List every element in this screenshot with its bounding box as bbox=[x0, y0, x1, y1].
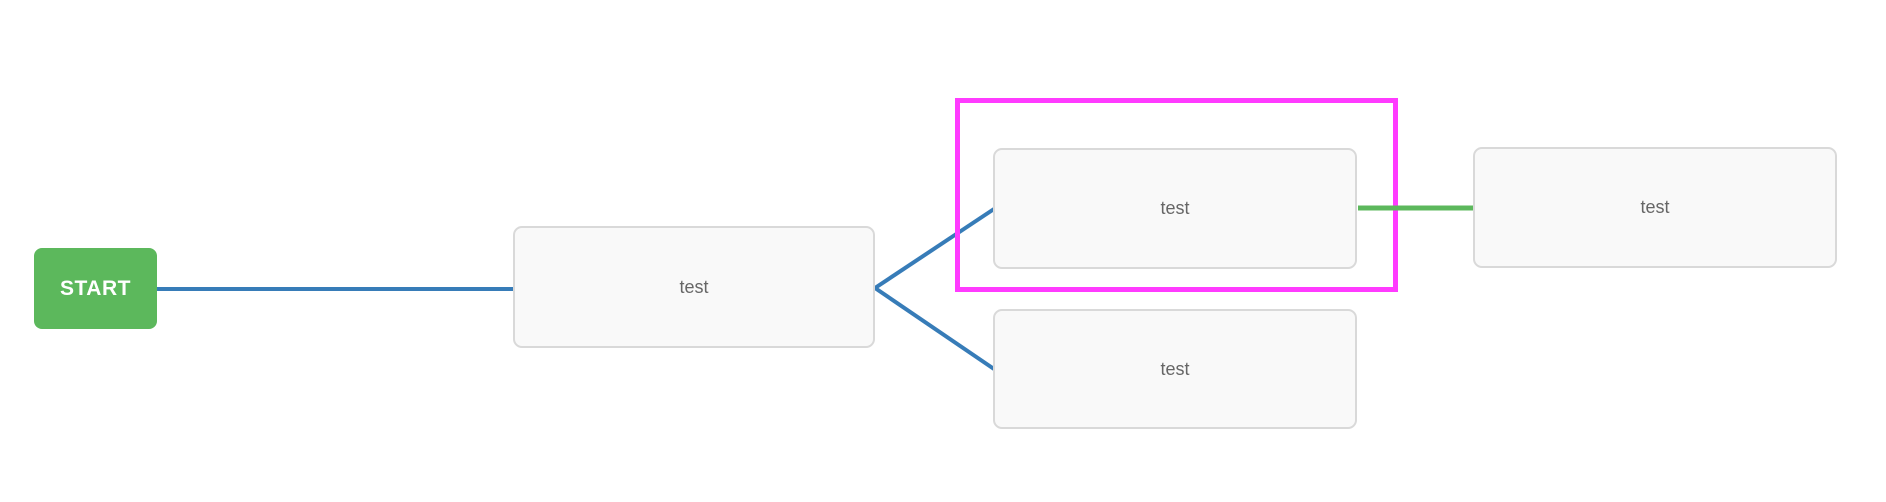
link-node1-to-node2[interactable] bbox=[873, 207, 996, 290]
operator-node-label: test bbox=[679, 276, 709, 297]
link-node1-to-node3[interactable] bbox=[873, 286, 996, 371]
operator-node-label: test bbox=[1160, 198, 1190, 218]
operator-node-1[interactable]: test bbox=[513, 226, 875, 348]
operator-node-label: test bbox=[1160, 358, 1190, 379]
operator-node-2-selected[interactable]: test bbox=[993, 148, 1357, 269]
operator-node-4[interactable]: test bbox=[1473, 147, 1837, 268]
operator-node-3[interactable]: test bbox=[993, 309, 1357, 429]
operator-node-label: test bbox=[1640, 197, 1670, 217]
selection-outline bbox=[955, 98, 1398, 292]
start-node-label: START bbox=[60, 276, 131, 300]
start-node[interactable]: START bbox=[34, 248, 157, 329]
